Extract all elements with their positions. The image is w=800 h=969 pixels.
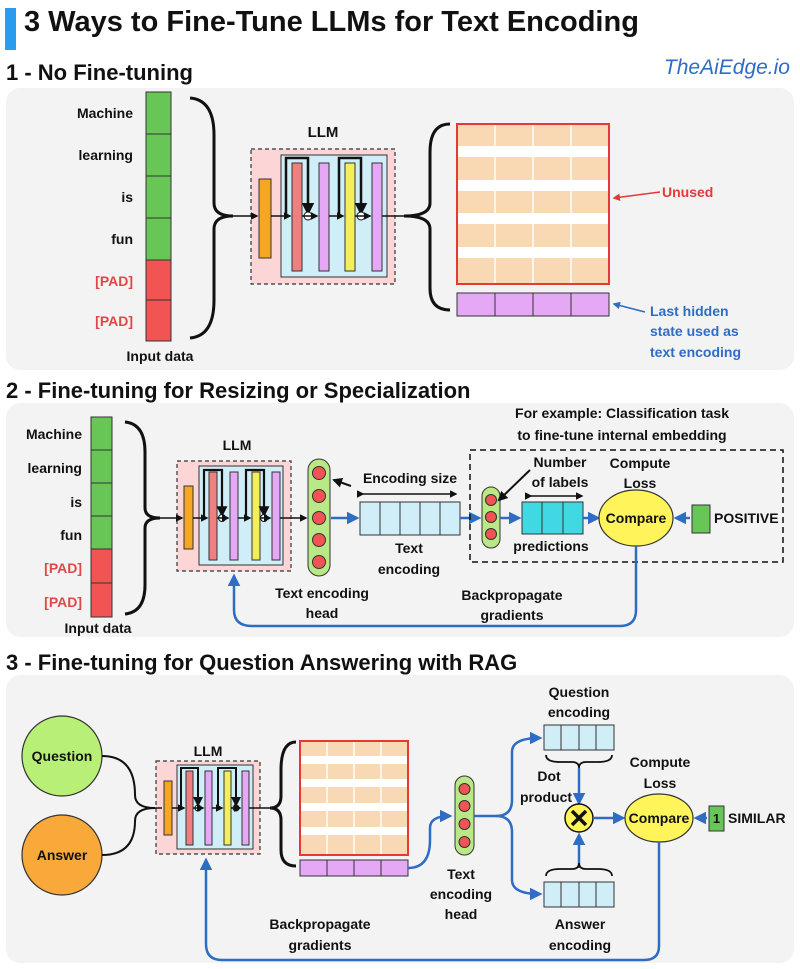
s1-token-2: is [121, 189, 133, 205]
s3-answer-encoding-brace [545, 862, 613, 877]
s2-text-encoding-vector [359, 501, 461, 536]
s2-example-label-2: to fine-tune internal embedding [517, 427, 726, 443]
s2-text-encoding-head [307, 458, 331, 577]
s2-input-column [90, 416, 113, 618]
s2-head-pointer [332, 477, 352, 488]
s1-token-0: Machine [77, 105, 133, 121]
s3-answer-label: Answer [37, 847, 88, 863]
s1-unused-label: Unused [662, 184, 713, 200]
s3-llm-block [155, 760, 270, 855]
s3-last-hidden-row [299, 859, 409, 877]
s3-question-encoding-2: encoding [548, 704, 610, 720]
s1-pad-1: [PAD] [95, 313, 133, 329]
s1-last-hidden-arrow [612, 301, 646, 313]
s2-token-1: learning [28, 460, 82, 476]
s1-unused-arrow [612, 191, 661, 201]
s3-question-encoding-vector [543, 724, 615, 751]
s3-similar-value: 1 [713, 811, 720, 826]
s1-right-brace [403, 122, 451, 312]
s1-llm-label: LLM [308, 124, 339, 141]
s2-classifier-head [481, 486, 501, 549]
s2-head-label-2: head [306, 605, 339, 621]
s1-last-hidden-line3: text encoding [650, 344, 741, 360]
s2-encoding-size-label: Encoding size [363, 470, 457, 486]
s1-hidden-grid [456, 123, 610, 285]
s2-num-labels-2: of labels [532, 474, 589, 490]
brand-label: TheAiEdge.io [663, 56, 790, 79]
s3-target-token [708, 805, 725, 832]
s2-example-label-1: For example: Classification task [515, 405, 729, 421]
s3-question-encoding-1: Question [549, 684, 610, 700]
s3-head-label-1: Text [447, 866, 475, 882]
s2-backprop-arrow [227, 546, 638, 628]
s2-token-0: Machine [26, 426, 82, 442]
s3-hidden-to-head-arrow [407, 809, 453, 870]
s3-answer-encoding-vector [543, 881, 615, 908]
s3-question-label: Question [32, 748, 93, 764]
s2-llm-label: LLM [223, 437, 252, 453]
s1-last-hidden-line1: Last hidden [650, 303, 729, 319]
s3-head-to-question-encoding-arrow [474, 731, 543, 818]
s3-inputs-merge [101, 755, 156, 856]
s3-compute-loss-1: Compute [630, 754, 691, 770]
s1-token-1: learning [79, 147, 133, 163]
s1-input-column [145, 91, 172, 342]
s3-backprop-arrow [199, 842, 661, 962]
s3-head-label-3: head [445, 906, 478, 922]
s2-backprop-label-1: Backpropagate [461, 587, 562, 603]
s3-text-encoding-head [454, 775, 475, 856]
s3-llm-label: LLM [194, 743, 223, 759]
s2-head-label-1: Text encoding [275, 585, 369, 601]
section2-heading: 2 - Fine-tuning for Resizing or Speciali… [6, 378, 471, 403]
s2-example-box [469, 449, 784, 563]
s3-hidden-grid [299, 740, 409, 856]
s1-token-3: fun [111, 231, 133, 247]
s3-backprop-label-2: gradients [288, 937, 351, 953]
s1-left-brace [189, 96, 234, 340]
s2-num-labels-pointer [497, 469, 531, 502]
s1-last-hidden-row [456, 292, 610, 317]
s2-predictions-vector [521, 501, 584, 535]
s2-text-encoding-label-1: Text [395, 540, 423, 556]
s2-pad-0: [PAD] [44, 560, 82, 576]
s3-backprop-label-1: Backpropagate [269, 916, 370, 932]
section3-heading: 3 - Fine-tuning for Question Answering w… [6, 650, 518, 675]
s2-target-token [691, 504, 711, 534]
s1-last-hidden-line2: state used as [650, 323, 739, 339]
s2-compute-loss-2: Loss [624, 475, 657, 491]
s2-predictions-label: predictions [513, 538, 589, 554]
s2-backprop-label-2: gradients [480, 607, 543, 623]
section1-panel [6, 88, 794, 370]
s2-compute-loss-1: Compute [610, 455, 671, 471]
s3-answer-encoding-1: Answer [555, 916, 606, 932]
s2-left-brace [124, 420, 161, 616]
s2-pad-1: [PAD] [44, 594, 82, 610]
s2-text-encoding-label-2: encoding [378, 561, 440, 577]
s3-head-to-answer-encoding-arrow [495, 814, 543, 901]
s3-right-brace [269, 740, 297, 868]
section1-heading: 1 - No Fine-tuning [6, 60, 193, 85]
s3-similar-label: SIMILAR [728, 810, 786, 826]
s3-question-encoding-brace [545, 754, 613, 769]
s3-head-label-2: encoding [430, 886, 492, 902]
s1-input-label: Input data [127, 348, 194, 364]
s2-positive-label: POSITIVE [714, 510, 779, 526]
s3-dot-product-2: product [520, 789, 572, 805]
s3-dot-product-1: Dot [537, 768, 561, 784]
s2-llm-block [160, 460, 308, 572]
s2-num-labels-1: Number [534, 454, 587, 470]
s2-input-label: Input data [65, 620, 132, 636]
s1-pad-0: [PAD] [95, 273, 133, 289]
s2-token-2: is [70, 494, 82, 510]
s1-llm-block [233, 148, 404, 285]
s2-token-3: fun [60, 527, 82, 543]
s3-compute-loss-2: Loss [644, 775, 677, 791]
s3-compare-label: Compare [629, 810, 690, 826]
title-accent-bar [5, 8, 16, 50]
s2-compare-label: Compare [606, 510, 667, 526]
main-title: 3 Ways to Fine-Tune LLMs for Text Encodi… [24, 6, 639, 38]
s3-multiply-icon [564, 803, 594, 833]
s3-answer-encoding-2: encoding [549, 937, 611, 953]
